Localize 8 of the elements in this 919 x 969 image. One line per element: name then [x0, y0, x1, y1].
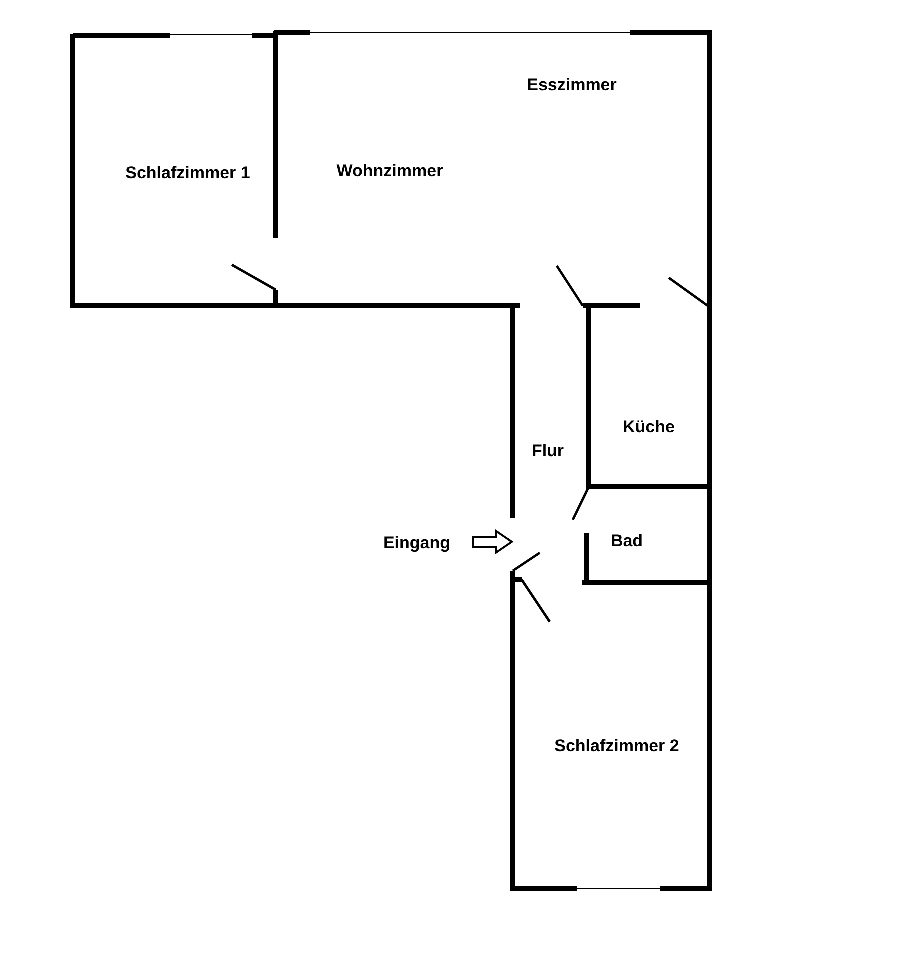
room-label: Wohnzimmer	[336, 162, 444, 180]
room-label: Schlafzimmer 2	[554, 738, 680, 754]
room-label: Eingang	[383, 534, 451, 552]
room-label: Esszimmer	[527, 76, 617, 94]
room-label: Schlafzimmer 1	[126, 164, 250, 182]
room-label: Flur	[532, 442, 564, 460]
room-label: Küche	[623, 418, 675, 436]
room-label: Bad	[610, 532, 644, 550]
